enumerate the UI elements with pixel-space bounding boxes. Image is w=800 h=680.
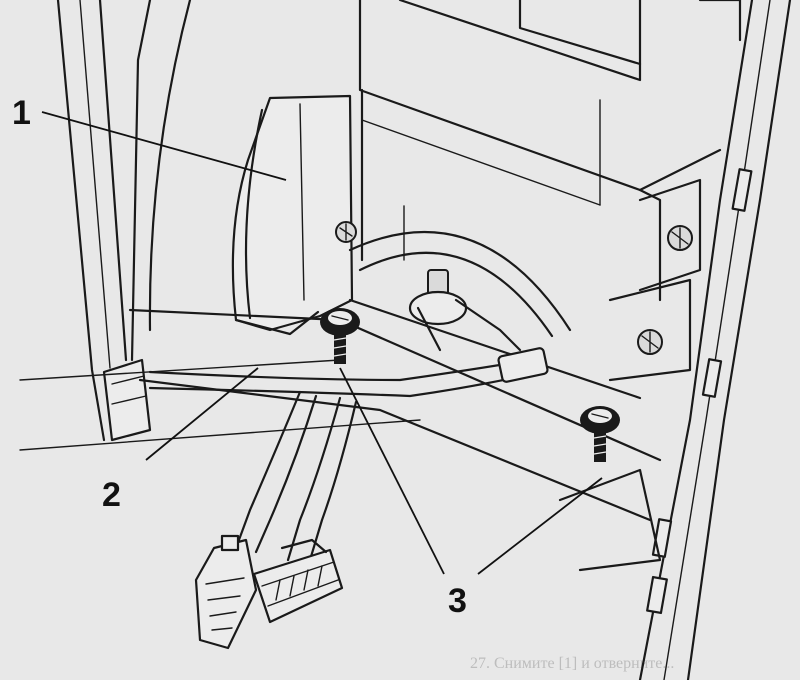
central-mount <box>335 205 642 400</box>
left-pillar <box>56 0 152 442</box>
screw-left <box>320 308 360 364</box>
plug-connector-left <box>194 534 258 650</box>
wiring-harness <box>148 347 549 562</box>
bleed-through-text: 27. Снимите [1] и отверните... <box>470 655 674 672</box>
callout-2: 2 <box>102 476 121 514</box>
part-3-screws <box>320 308 620 462</box>
part-1-cover-bracket <box>148 0 354 336</box>
callout-1: 1 <box>12 94 31 132</box>
right-side-panel <box>608 0 792 680</box>
leader-lines <box>41 111 603 575</box>
housing-panel <box>358 0 742 302</box>
leader-part-3b <box>477 477 603 575</box>
leader-part-1 <box>41 111 287 181</box>
multi-pin-connector <box>252 538 344 624</box>
leader-part-2 <box>145 367 259 461</box>
callout-3: 3 <box>448 582 467 620</box>
leader-part-3a <box>339 367 445 575</box>
screw-right <box>580 406 620 462</box>
